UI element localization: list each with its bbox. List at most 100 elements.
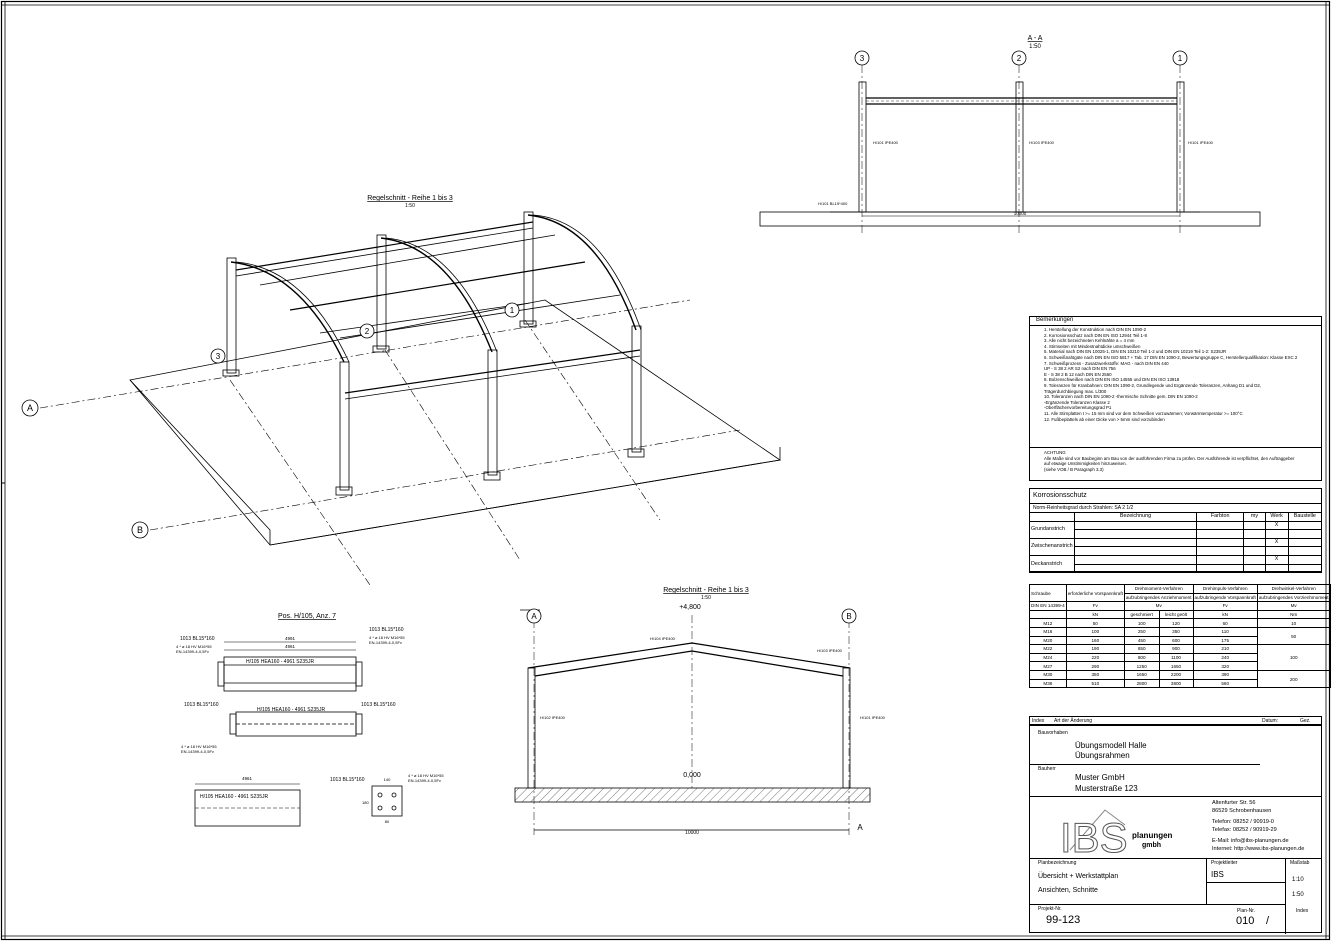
aa-label-1: H/101 IPE400 xyxy=(873,140,899,145)
part-bolt-2b: EN-14399-4-0,5Fv xyxy=(369,640,402,645)
bolt-cell: 650 xyxy=(1123,644,1160,654)
table-row xyxy=(1030,563,1323,574)
part-beam-2: H/105 HEA160 - 4961 S235JR xyxy=(257,707,325,713)
bolt-h-norm: DIN EN 14399-4 xyxy=(1029,601,1067,611)
bolt-h-dm2: aufzubringendes Anziehmoment xyxy=(1123,592,1194,603)
frame-axis-b: B xyxy=(846,612,851,621)
corrosion-werk: X xyxy=(1264,520,1289,531)
tb-divider xyxy=(1030,764,1260,765)
tb-divider xyxy=(1030,796,1321,797)
attention-line: (siehe VOB / B Paragraph 3.3) xyxy=(1044,466,1104,472)
bolt-cell: 1250 xyxy=(1123,661,1160,671)
bolt-table: Schraube erforderliche Vorspannkraft Dre… xyxy=(1029,583,1331,689)
aa-label-2: H/103 IPE400 xyxy=(1029,140,1055,145)
index-label: Index xyxy=(1296,908,1309,914)
projektleiter-value: IBS xyxy=(1211,870,1224,879)
massstab-1: 1:10 xyxy=(1292,877,1304,883)
attention-line: Alle Maße sind vor Baubeginn am Bau von … xyxy=(1044,455,1295,461)
bolt-cell: 175 xyxy=(1192,635,1258,646)
bolt-cell: 200 xyxy=(1256,669,1331,689)
corrosion-col: Farbton xyxy=(1195,512,1245,522)
remark-item: 2. Korrosionsschutz nach DIN EN ISO 1294… xyxy=(1044,332,1147,338)
company-address: Altenfurter Str. 56 86529 Schrobenhausen… xyxy=(1212,800,1304,854)
bolt-cell: 60 xyxy=(1192,618,1258,628)
remarks-header: Bemerkungen xyxy=(1036,317,1074,323)
corrosion-head-row: Bezeichnung Farbton my Werk Baustelle xyxy=(1028,512,1323,522)
address-line: Telefax: 08252 / 90919-29 xyxy=(1212,826,1277,833)
planbez-1: Übersicht + Werkstattplan xyxy=(1038,873,1119,880)
title-block: Bauvorhaben Übungsmodell Halle Übungsrah… xyxy=(1029,725,1322,934)
part-bolt-3b: EN-14399-4-0,5Fv xyxy=(181,749,214,754)
aa-scale: 1:50 xyxy=(1029,44,1041,50)
frame-top-level: +4,800 xyxy=(679,604,701,611)
remark-item: 10. Toleranzen nach DIN EN 1090-2 -therm… xyxy=(1044,394,1198,400)
bolt-unit-row: kN geschmiert leicht geölt kN Nm xyxy=(1029,609,1331,620)
remark-item: 12. Fußbeplattels ab einer Dicke von > 5… xyxy=(1044,416,1165,422)
bauherr-2: Musterstraße 123 xyxy=(1075,784,1138,793)
bolt-size: M27 xyxy=(1029,661,1067,671)
remark-item: 5. Material nach DIN EN 10025-1, DIN EN … xyxy=(1044,349,1227,355)
bolt-cell: 510 xyxy=(1065,678,1125,689)
bolt-cell: 350 xyxy=(1065,669,1125,680)
attention-line: auf etwaige Unstimmigkeiten hinzuweisen. xyxy=(1044,461,1127,467)
address-line: Altenfurter Str. 56 xyxy=(1212,800,1256,806)
tb-divider xyxy=(1206,882,1285,883)
bolt-cell: 190 xyxy=(1065,644,1125,654)
tb-divider xyxy=(1030,858,1321,859)
bolt-cell: 220 xyxy=(1065,652,1125,663)
bolt-cell: 120 xyxy=(1158,618,1194,628)
bolt-size: M12 xyxy=(1029,618,1067,628)
bolt-size: M16 xyxy=(1029,626,1067,637)
ibs-logo: IBS planungen gmbh xyxy=(1050,800,1200,862)
ibs-logo-graphic: IBS planungen gmbh xyxy=(1060,809,1173,862)
massstab-2: 1:50 xyxy=(1292,892,1304,898)
part-beam-1: H/105 HEA160 - 4961 S235JR xyxy=(246,659,314,665)
bolt-h-c1b: Fv xyxy=(1065,601,1125,611)
bauherr-label: Bauherr xyxy=(1038,766,1056,772)
bolt-cell: 800 xyxy=(1123,652,1160,663)
frame-base-level: 0,000 xyxy=(683,772,701,779)
attention-head: ACHTUNG xyxy=(1044,450,1066,455)
axis-1-label: 1 xyxy=(510,306,515,315)
part-bolt-3: 4 * ø 18 HV M16*55 xyxy=(181,744,217,749)
bolt-cell: 110 xyxy=(1192,626,1258,637)
axis-2-label: 2 xyxy=(365,327,370,336)
logo-sub: planungen xyxy=(1132,831,1173,840)
frame-label-4: H/102 IPE400 xyxy=(540,715,566,720)
aa-label-4: H/101 BL15*400 xyxy=(818,201,848,206)
corrosion-subheader: Norm-Reinheitsgrad durch Strahlen: SA 2 … xyxy=(1033,505,1134,511)
projekt-nr: 99-123 xyxy=(1046,914,1081,926)
part-small-dim-1: 140 xyxy=(384,777,391,782)
bolt-head-row-1: Schraube erforderliche Vorspannkraft Dre… xyxy=(1029,583,1331,603)
bolt-cell: 390 xyxy=(1192,669,1258,680)
index-value: / xyxy=(1266,915,1270,927)
frame-label-2: H/103 IPE400 xyxy=(817,648,843,653)
bolt-cell: 350 xyxy=(1158,626,1194,637)
frame-view xyxy=(514,608,871,835)
remark-item: 8. Bolzenschweißen nach DIN EN ISO 14555… xyxy=(1044,377,1180,383)
aa-axis-3: 3 xyxy=(860,54,865,63)
frame-title: Regelschnitt - Reihe 1 bis 3 xyxy=(663,587,749,594)
bolt-cell: 320 xyxy=(1192,661,1258,671)
iso-scale: 1:50 xyxy=(405,203,415,209)
remarks-panel: Bemerkungen 1. Herstellung der Konstrukt… xyxy=(1029,316,1322,481)
frame-section-mark: A xyxy=(857,823,863,832)
bolt-h-dw2: aufzubringendes Vorzienhmoment xyxy=(1256,592,1331,603)
bolt-cell: 50 xyxy=(1065,618,1125,628)
bolt-unit: kN xyxy=(1065,609,1125,620)
remark-item: 6. Schweißnahtgüte nach DIN EN ISO 5817 … xyxy=(1044,354,1298,360)
aa-axis-2: 2 xyxy=(1017,54,1022,63)
bolt-size: M30 xyxy=(1029,669,1067,680)
bolt-cell: 2200 xyxy=(1158,669,1194,680)
bolt-cell: 1650 xyxy=(1123,669,1160,680)
corrosion-table: Bezeichnung Farbton my Werk Baustelle Gr… xyxy=(1028,512,1323,574)
remark-item: 3. Alle nicht bezeichneten Kehlnähte a =… xyxy=(1044,338,1135,344)
corrosion-col: Baustelle xyxy=(1287,512,1323,522)
part-dim-inner: 4961 xyxy=(285,644,296,649)
corrosion-row-name: Zwischenanstrich xyxy=(1028,537,1076,556)
bolt-cell: 240 xyxy=(1192,652,1258,663)
